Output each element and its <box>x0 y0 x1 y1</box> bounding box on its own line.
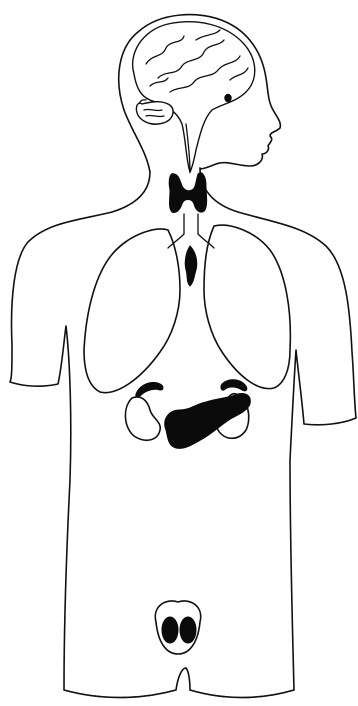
lungs <box>84 214 290 393</box>
cerebellum <box>136 102 173 124</box>
adrenal-right <box>221 380 247 391</box>
pancreas <box>165 393 251 448</box>
thymus <box>185 246 197 286</box>
testes <box>155 601 200 654</box>
brain <box>133 22 255 172</box>
adrenal-left <box>136 382 163 397</box>
testis-left <box>162 617 178 643</box>
pituitary-gland <box>225 94 231 102</box>
kidney-left <box>125 397 160 440</box>
testis-right <box>180 617 196 643</box>
thyroid-gland <box>169 173 206 213</box>
